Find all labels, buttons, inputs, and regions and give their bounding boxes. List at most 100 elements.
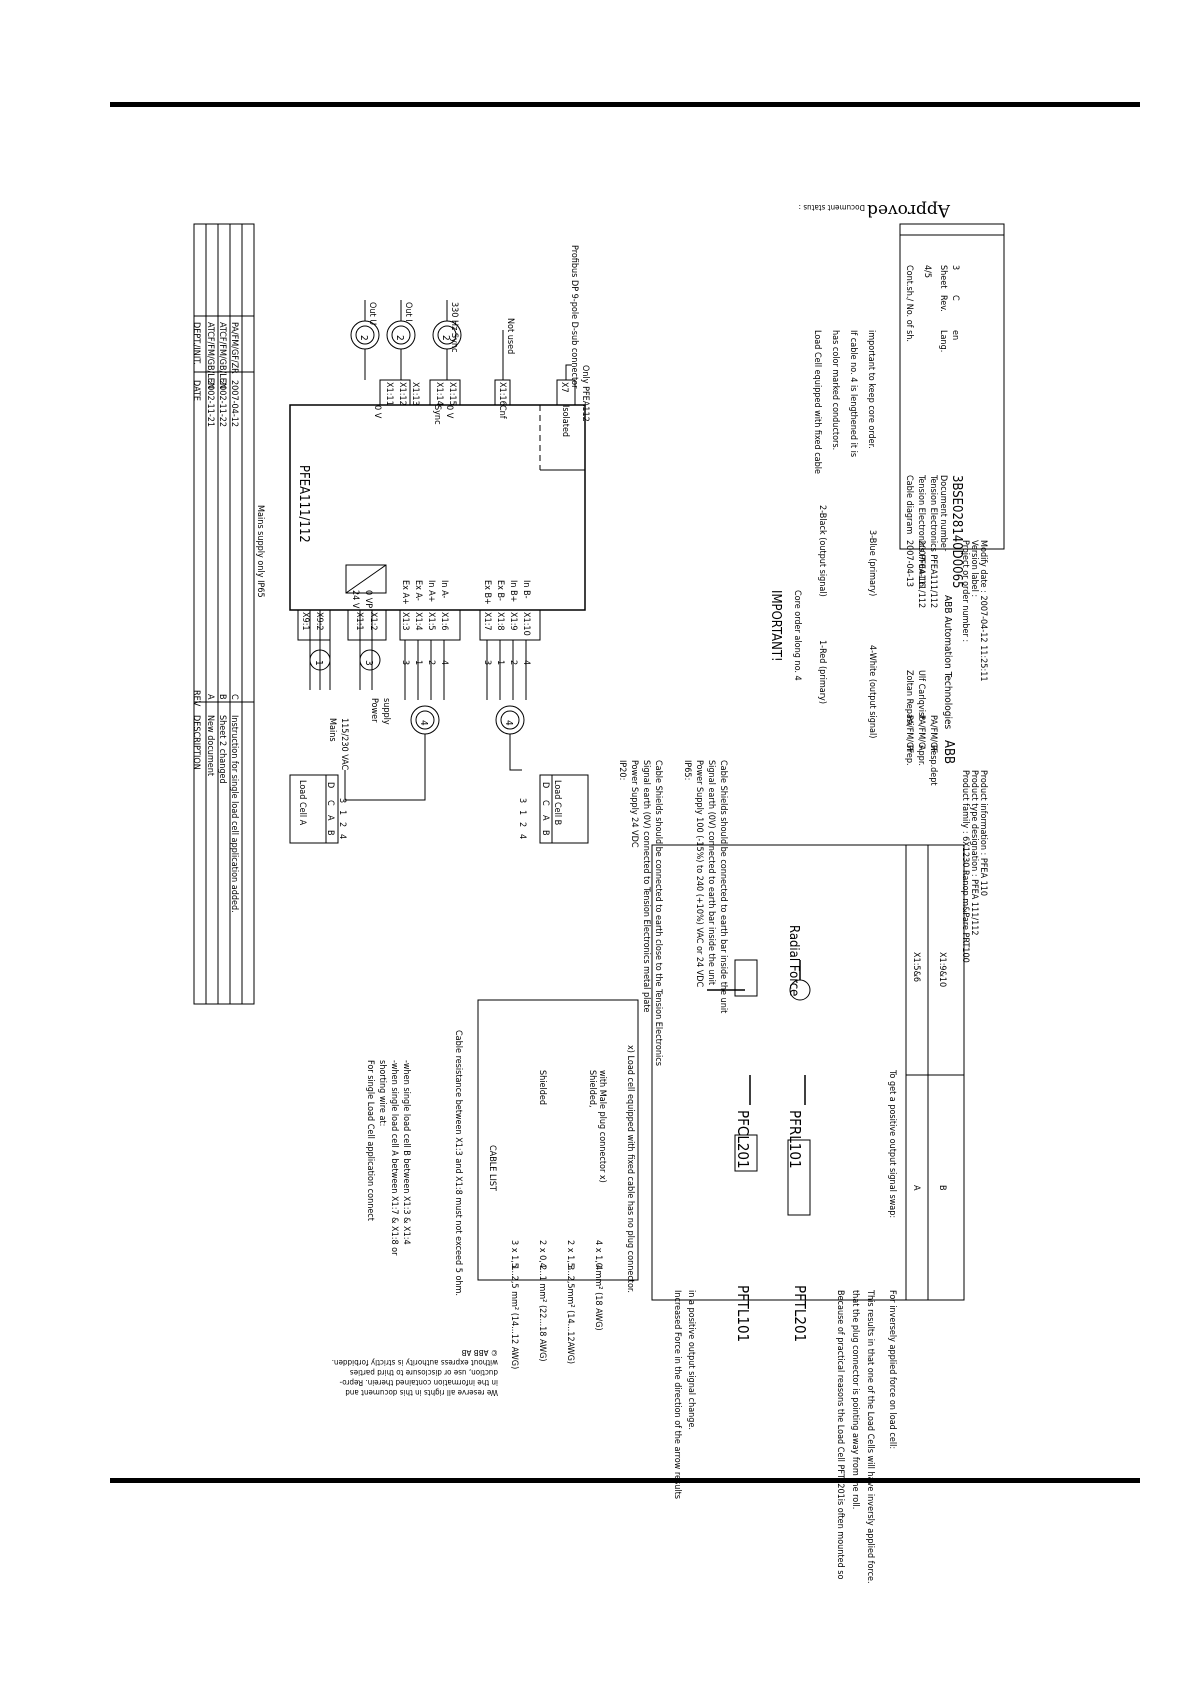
label-supply: supply: [381, 698, 391, 725]
force-table-header-2: To get a positive output signal swap:: [887, 1069, 897, 1218]
sync-label: Sync: [432, 405, 442, 425]
ip20-line-2: Signal earth (0V) connected to Tension E…: [641, 760, 651, 1013]
cable-ref-4b: 4: [503, 720, 514, 726]
terminal-x1-2: X1:2: [368, 612, 378, 631]
tb-prep-label: Prep.: [904, 745, 914, 766]
wire-a-1: 1: [413, 660, 423, 665]
force-table-header-1: For inversely applied force on load cell…: [887, 1290, 897, 1449]
load-cell-boxes: [289, 774, 589, 844]
important-note-4: important to keep core order.: [866, 330, 876, 449]
pfea-unit-box: [289, 404, 586, 611]
cable-list-row-3: 2 x 1,5...2,5mm² (14...12AWG): [565, 1240, 575, 1364]
mark-a-1: 1: [337, 810, 347, 815]
load-cell-a-pin-a: A: [325, 815, 335, 821]
signal-ex-b-plus: Ex B+: [482, 580, 492, 605]
ip65-line-2: Signal earth (0V) connected to earth bar…: [706, 760, 716, 985]
copyright-4: without express authority is strictly fo…: [332, 1358, 498, 1367]
tb-rev: C: [950, 295, 960, 301]
label-mains: Mains: [327, 718, 337, 742]
cable-ref-2b: 2: [394, 335, 405, 341]
signal-24v: 24 V: [350, 590, 360, 609]
terminal-x1-6: X1:6: [439, 612, 449, 631]
cable-list-num-2: 2: [537, 1265, 547, 1270]
terminal-x1-13: X1:13: [410, 382, 420, 406]
mark-a-2: 2: [337, 822, 347, 827]
load-cell-a-pin-c: C: [325, 800, 335, 806]
terminal-x1-10: X1:10: [521, 612, 531, 636]
terminal-x9-2: X9:2: [314, 612, 324, 631]
single-cell-3: -when single load cell A between X1:7 & …: [389, 1060, 399, 1256]
load-cell-b-pin-c: C: [540, 800, 550, 806]
terminal-x1-9: X1:9: [508, 612, 518, 631]
doc-status: Approved: [867, 200, 951, 220]
radial-force: Radial Force: [786, 925, 801, 996]
important-subtitle: Core order along no. 4: [792, 590, 802, 681]
tb-prep-name: Zoltan Repasi: [904, 670, 914, 725]
terminal-x1-15: X1:15: [447, 382, 457, 406]
cable-list-title: CABLE LIST: [487, 1145, 497, 1191]
output-sync: 330 Hz Sync: [449, 302, 459, 352]
wire-a-2: 2: [426, 660, 436, 665]
cable-list-num-3: 3: [565, 1265, 575, 1270]
tb-logo: ABB: [941, 740, 956, 764]
zero-v-label-2: 0 V: [444, 405, 454, 419]
output-not-used: Not used: [505, 318, 515, 354]
output-out-u: Out U: [367, 302, 377, 325]
force-row-a-cell: A: [911, 1185, 921, 1191]
wiring: [309, 300, 572, 801]
ip65-title: IP65:: [682, 760, 692, 780]
signal-in-a-minus: In A-: [439, 580, 449, 598]
load-cell-b-pin-b: B: [540, 830, 550, 836]
tb-project-2: Version label :: [969, 540, 979, 597]
copyright-2: in the information contained therein. Re…: [339, 1378, 498, 1387]
tb-sheet-label: Sheet: [938, 265, 948, 288]
tb-rev-label: Rev.: [938, 295, 948, 312]
cell-pfrl101: PFRL101: [786, 1110, 804, 1169]
tb-title: Cable diagram: [904, 475, 914, 534]
force-row-a-swap: X1:5&6: [911, 952, 921, 982]
cell-pftl101: PFTL101: [734, 1285, 752, 1342]
terminal-x1-1: X1:1: [354, 612, 364, 631]
wire-a-3: 3: [400, 660, 410, 665]
ip20-title: IP20:: [617, 760, 627, 780]
ip65-line-3: Cable Shields should be connected to ear…: [718, 760, 728, 1013]
single-cell-4: -when single load cell B between X1:3 & …: [401, 1060, 411, 1245]
ip20-line-3: Cable Shields should be connected to ear…: [653, 760, 663, 1066]
copyright-1: We reserve all rights in this document a…: [345, 1388, 498, 1397]
mark-b-3: 3: [517, 798, 527, 803]
important-note-2: has color marked conductors.: [830, 330, 840, 450]
force-row-b-swap: X1:9&10: [937, 952, 947, 987]
signal-in-b-plus: In B+: [508, 580, 518, 602]
terminal-x1-16: X1:16: [497, 382, 507, 406]
tb-prep-date: 2007-04-13: [904, 540, 914, 587]
force-frame: [651, 844, 965, 1301]
load-cell-b-title: Load Cell B: [552, 780, 562, 825]
load-cell-a-title: Load Cell A: [297, 780, 307, 826]
ip65-line-1: Power Supply 100 (-15%) to 240 (+10%) VA…: [694, 760, 704, 987]
revision-table-grid: [193, 223, 255, 1005]
terminal-x7: X7: [559, 382, 569, 393]
tb-resp-dept: PA/FM/GF: [928, 715, 938, 753]
load-cell-b-pin-d: D: [540, 782, 550, 788]
dc-converter-symbol: [345, 564, 387, 594]
tb-cont: 4/5: [922, 265, 932, 278]
ip20-line-1: Power Supply 24 VDC: [629, 760, 639, 848]
terminal-x1-12: X1:12: [397, 382, 407, 406]
core-4: 4-White (output signal): [867, 645, 877, 738]
tb-appr-label: Appr.: [916, 745, 926, 766]
terminal-x1-8: X1:8: [495, 612, 505, 631]
cable-ref-1: 1: [313, 660, 324, 666]
doc-status-label: Document status :: [799, 203, 865, 212]
tb-docnum-label: Document number: [938, 475, 948, 552]
signal-ex-b-minus: Ex B-: [495, 580, 505, 601]
practical-2: that the plug connector is pointing away…: [850, 1290, 860, 1509]
label-power: Power: [369, 698, 379, 723]
cable-ref-3: 3: [363, 660, 374, 666]
tb-product-2: Product type designation : PFEA 111/112: [969, 770, 979, 936]
mains-note: Mains supply only IP65: [255, 505, 265, 598]
label-vac: 115/230 VAC: [339, 718, 349, 771]
single-cell-2: shorting wire at:: [377, 1060, 387, 1126]
output-only-pfea112: Only PFEA112: [580, 365, 590, 422]
output-profibus: Profibus DP 9-pole D-sub connector: [569, 245, 579, 389]
